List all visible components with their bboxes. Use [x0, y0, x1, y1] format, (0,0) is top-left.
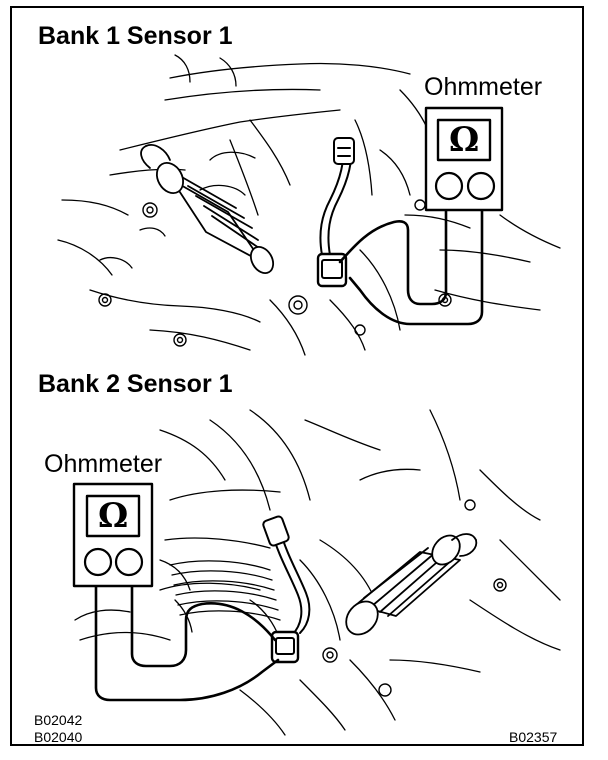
- bank2-cylinder: [345, 533, 478, 636]
- panel2-title: Bank 2 Sensor 1: [38, 370, 233, 398]
- bank1-engine-lines: [57, 54, 561, 356]
- panel2-meter-label: Ohmmeter: [44, 450, 163, 478]
- figure-code-right: B02357: [509, 729, 558, 745]
- panel1-title: Bank 1 Sensor 1: [38, 22, 233, 50]
- bank2-engine-lines: [74, 409, 561, 736]
- panel2-ohm-symbol: Ω: [98, 496, 129, 536]
- bank2-meter-leads: [94, 583, 280, 702]
- bank2-sensor-harness: [262, 515, 311, 664]
- panel1-ohm-symbol: Ω: [449, 120, 480, 160]
- bank1-bolt-details: [98, 199, 452, 347]
- figure-code-left-top: B02042: [34, 712, 83, 728]
- bank2-ribbed-hose: [169, 560, 281, 621]
- panel1-meter-label: Ohmmeter: [424, 73, 543, 101]
- figure-code-left-bottom: B02040: [34, 729, 83, 745]
- bank1-ohmmeter-box: [424, 106, 504, 212]
- bank2-bolt-details: [322, 499, 507, 697]
- bank1-sensor-harness: [316, 137, 355, 288]
- bank2-ohmmeter-box: [72, 482, 154, 588]
- bank1-cylinder: [140, 144, 275, 275]
- bank1-meter-leads: [338, 208, 484, 326]
